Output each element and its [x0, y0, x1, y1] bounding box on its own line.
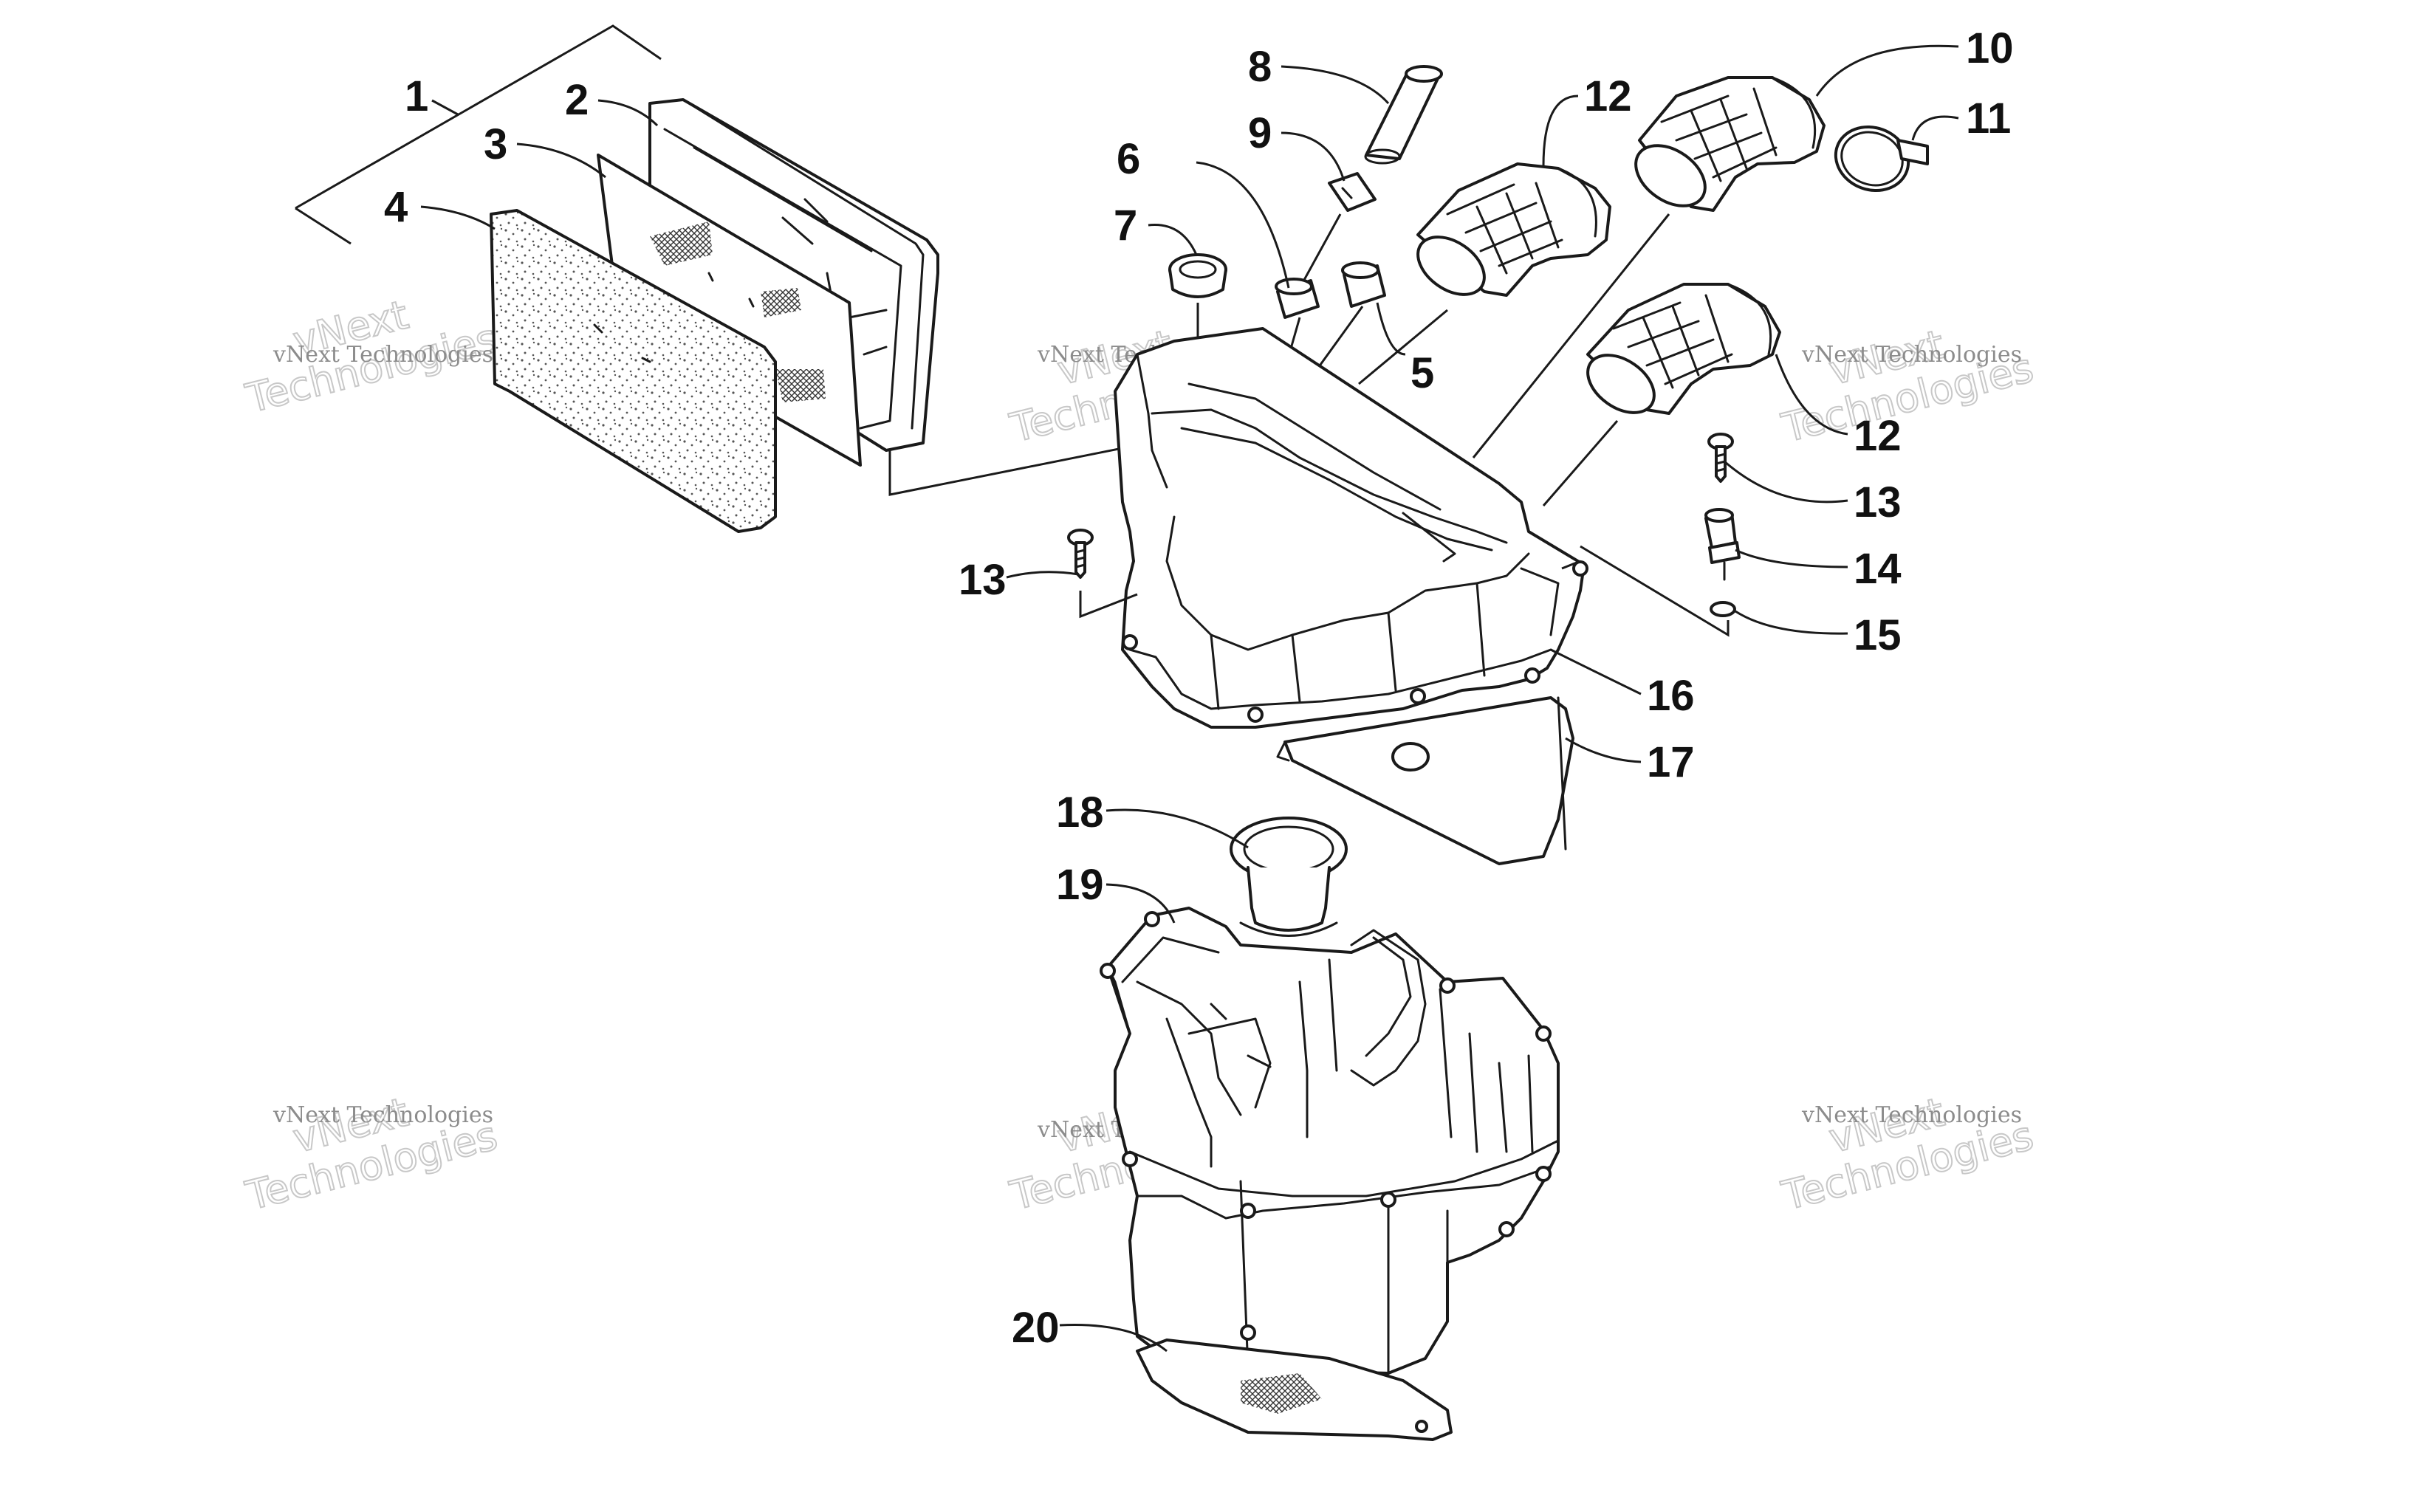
callout-15: 15 — [1854, 611, 1902, 659]
callout-16: 16 — [1647, 672, 1695, 720]
callout-1: 1 — [405, 72, 428, 120]
part-12-intake-boot-lower — [1542, 283, 1781, 506]
watermark-text-top-left: vNext Technologies — [272, 342, 493, 368]
part-9-fitting — [1298, 172, 1377, 289]
callout-9: 9 — [1248, 109, 1272, 157]
callout-20: 20 — [1012, 1304, 1060, 1352]
callout-19: 19 — [1056, 861, 1104, 909]
assembly-bracket-1 — [295, 24, 662, 245]
callout-13-left: 13 — [959, 556, 1007, 604]
callout-3: 3 — [484, 120, 507, 168]
part-15-o-ring — [1561, 545, 1736, 637]
callout-8: 8 — [1248, 43, 1272, 91]
callout-numbers: 1 2 3 4 5 6 7 8 9 10 11 12 12 13 13 14 1… — [384, 24, 2014, 1352]
part-10-intake-boot — [1472, 76, 1826, 458]
part-7-grommet — [1168, 253, 1227, 354]
part-5-cap — [1313, 261, 1386, 374]
part-19-airbox-base — [1100, 907, 1560, 1375]
part-4-foam-filter — [490, 209, 777, 533]
callout-17: 17 — [1647, 738, 1695, 786]
part-16-airbox-lid — [1114, 327, 1588, 729]
part-13-screw-left — [1067, 529, 1138, 619]
callout-12-upper: 12 — [1584, 72, 1632, 120]
part-8-hose — [1364, 65, 1443, 165]
part-12-intake-boot-upper — [1358, 162, 1611, 385]
part-17-baffle-plate — [1276, 696, 1574, 865]
watermark-bottom-left: vNext Technologies — [241, 1088, 503, 1220]
part-3-mesh-screen — [597, 154, 862, 467]
callout-18: 18 — [1056, 788, 1104, 836]
callout-11: 11 — [1966, 94, 2011, 142]
part-20-filter-screen — [1136, 1339, 1453, 1441]
callout-2: 2 — [565, 76, 589, 124]
part-11-clamp — [1834, 125, 1929, 193]
callout-7: 7 — [1114, 202, 1137, 250]
callout-14: 14 — [1854, 545, 1902, 593]
watermark-bottom-right: vNext Technologies — [1777, 1088, 2039, 1220]
callout-4: 4 — [384, 183, 408, 231]
callout-leaders — [420, 44, 1959, 1353]
callout-12-lower: 12 — [1854, 412, 1902, 460]
watermark-top-right: vNext Technologies — [1777, 320, 2039, 453]
part-13-screw-right — [1707, 433, 1734, 483]
watermark-text-bottom-right: vNext Technologies — [1801, 1102, 2022, 1128]
part-14-drain-valve — [1704, 508, 1741, 581]
callout-6: 6 — [1117, 135, 1140, 183]
callout-5: 5 — [1410, 349, 1434, 397]
part-6-cap — [1275, 278, 1320, 370]
watermark-text-top-right: vNext Technologies — [1801, 342, 2022, 368]
watermark-text-bottom-left: vNext Technologies — [272, 1102, 493, 1128]
callout-13-right: 13 — [1854, 478, 1902, 526]
callout-10: 10 — [1966, 24, 2014, 72]
part-18-intake-horn — [1230, 817, 1348, 937]
